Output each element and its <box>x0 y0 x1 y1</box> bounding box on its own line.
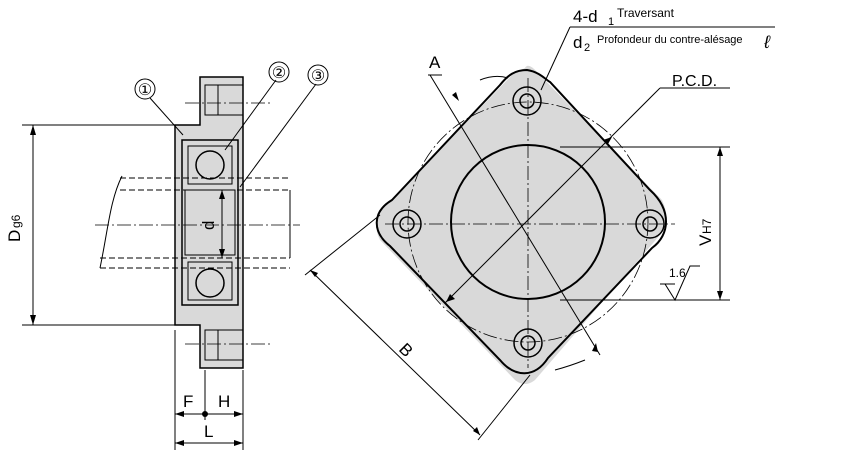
callout-2-label: ② <box>272 65 286 82</box>
dim-A-label: A <box>429 53 441 72</box>
dim-V-tolerance: H7 <box>700 218 714 234</box>
dim-L-label: L <box>204 422 213 441</box>
holes-count-label: 4-d <box>573 7 598 26</box>
callout-1-label: ① <box>138 82 152 99</box>
side-section-view <box>22 76 317 450</box>
dim-D: D g6 <box>5 214 24 242</box>
callout-3-label: ③ <box>311 68 325 85</box>
counterbore-depth-symbol: ℓ <box>763 32 771 52</box>
hole-note: 4-d 1 Traversant d 2 Profondeur du contr… <box>573 6 771 54</box>
counterbore-note: Profondeur du contre-alésage <box>597 34 743 46</box>
counterbore-label: d <box>573 33 582 52</box>
dim-D-tolerance: g6 <box>9 214 23 228</box>
dim-V: V H7 <box>696 218 715 246</box>
roughness-label: 1.6 <box>669 266 686 280</box>
callout-1: ① <box>134 78 156 100</box>
holes-count-sub: 1 <box>608 16 614 28</box>
callout-3: ③ <box>307 64 329 86</box>
counterbore-sub: 2 <box>584 42 590 54</box>
pcd-label: P.C.D. <box>672 73 717 90</box>
callout-2: ② <box>268 61 290 83</box>
dim-F-label: F <box>183 392 193 411</box>
dim-d-label: d <box>199 221 218 230</box>
dim-V-label: V <box>696 234 715 246</box>
front-view <box>304 26 775 441</box>
dim-H-label: H <box>218 392 230 411</box>
dim-d: d <box>199 221 218 230</box>
holes-note: Traversant <box>617 6 675 20</box>
dim-B-label: B <box>395 339 416 360</box>
dim-D-label: D <box>5 230 24 242</box>
dim-B: B <box>395 339 416 360</box>
